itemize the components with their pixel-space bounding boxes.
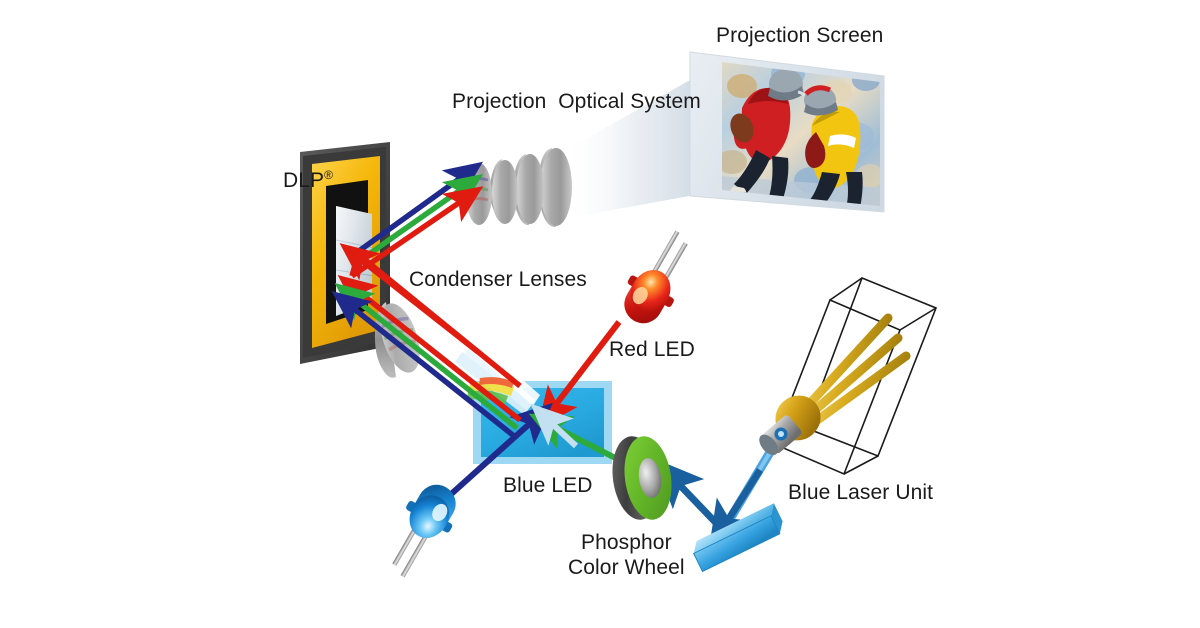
ray-mirror-to-wheel <box>654 458 721 528</box>
ray-bundle-to-dlp <box>331 274 522 439</box>
projection-lens-2 <box>490 159 518 224</box>
label-phosphor-color-wheel: Phosphor Color Wheel <box>568 531 685 579</box>
player-yellow <box>804 85 863 206</box>
label-condenser-lenses: Condenser Lenses <box>409 268 587 291</box>
label-dlp-text: DLP <box>283 169 325 192</box>
label-blue-laser-unit: Blue Laser Unit <box>788 481 934 504</box>
laser-pins <box>797 313 911 429</box>
label-red-led: Red LED <box>609 338 695 361</box>
fold-mirror <box>693 503 783 573</box>
phosphor-color-wheel <box>612 436 672 520</box>
registered-trademark-icon: ® <box>324 168 333 182</box>
ray-red-led-to-cube <box>537 320 622 430</box>
projection-lens-3 <box>513 154 544 226</box>
blue-laser-unit <box>759 276 938 476</box>
ray-laser-into-mirror-arrow <box>708 468 763 551</box>
ray-red-reflection-bend <box>339 243 522 389</box>
label-projection-screen: Projection Screen <box>716 24 884 47</box>
label-blue-led: Blue LED <box>503 474 593 497</box>
ray-pale-blue-to-cube <box>530 403 579 449</box>
player-red <box>728 69 808 202</box>
projection-lens-4 <box>538 148 572 228</box>
projection-screen <box>689 51 885 213</box>
label-projection-optical-system: Projection Optical System <box>452 90 701 113</box>
projection-lens-group <box>465 148 572 228</box>
blue-led <box>392 484 456 578</box>
label-dlp: DLP® <box>283 168 333 194</box>
red-led <box>624 230 688 324</box>
projection-light-cone <box>566 62 722 218</box>
ray-blue-led-to-cube <box>446 402 553 499</box>
projection-lens-1 <box>465 163 492 225</box>
